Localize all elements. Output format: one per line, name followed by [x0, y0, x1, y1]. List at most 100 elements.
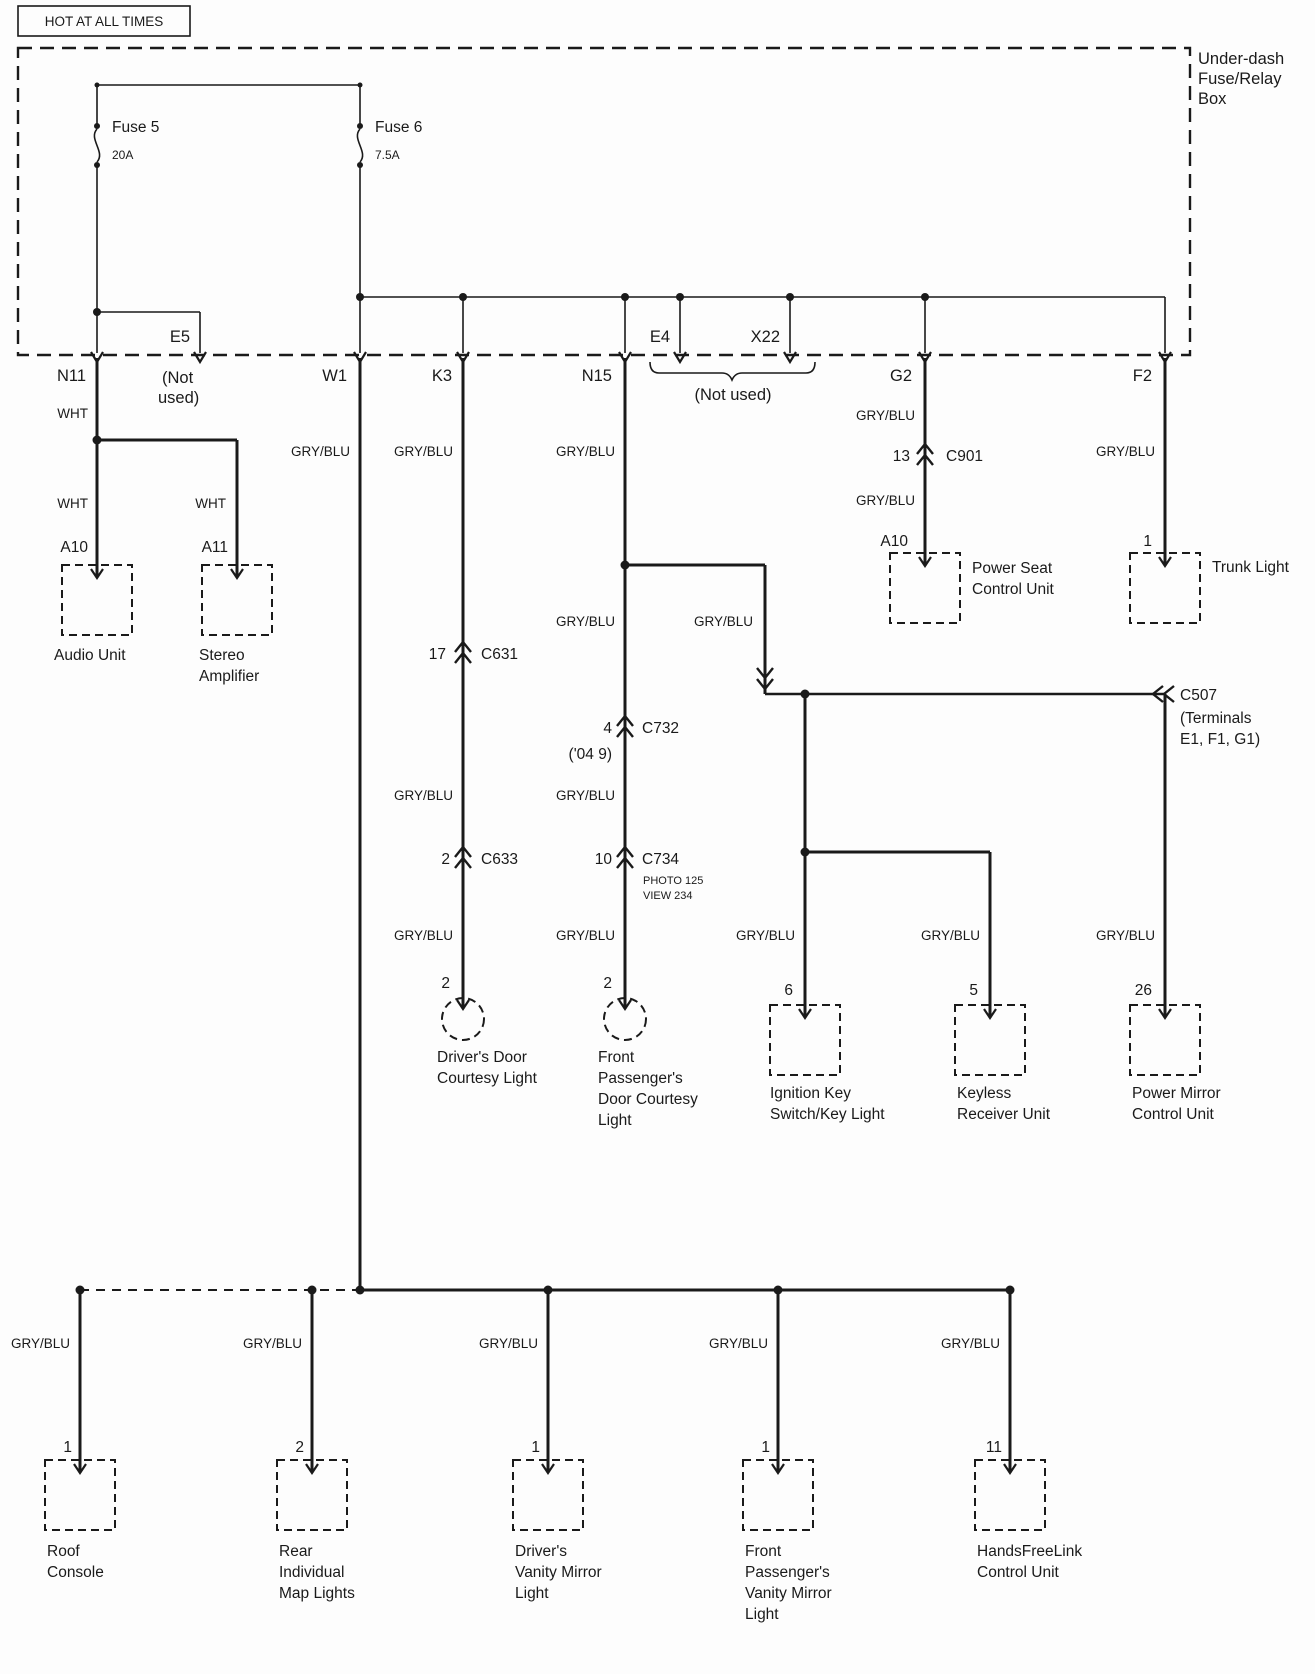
trunk-light-label: Trunk Light — [1212, 559, 1290, 576]
stereo-amp-label-line1: Stereo — [199, 647, 245, 664]
exit-label-w1: W1 — [322, 367, 347, 385]
power-mirror-label-line2: Control Unit — [1132, 1106, 1215, 1123]
passenger-door-light-label-line1: Front — [598, 1049, 635, 1066]
circuit-passenger-vanity: GRY/BLU 1 Front Passenger's Vanity Mirro… — [709, 1290, 832, 1623]
hot-at-all-times-box: HOT AT ALL TIMES — [17, 5, 191, 37]
passenger-vanity-label-line3: Vanity Mirror — [745, 1585, 832, 1602]
ignition-key-label-line2: Switch/Key Light — [770, 1106, 885, 1123]
drivers-vanity-label-line1: Driver's — [515, 1543, 567, 1560]
connector-c732-pin: 4 — [603, 720, 612, 737]
keyless-receiver-box — [954, 1004, 1026, 1076]
fuse-5: Fuse 5 20A — [93, 85, 159, 353]
e4-x22-not-used: (Not used) — [649, 361, 816, 404]
passenger-door-light-symbol — [603, 997, 647, 1041]
roof-console-label-line2: Console — [47, 1564, 104, 1581]
wire-color-gryblu-w1: GRY/BLU — [291, 444, 350, 459]
audio-unit-box — [61, 564, 133, 636]
connector-c732-note: ('04 9) — [569, 746, 612, 763]
connector-c507-note-line1: (Terminals — [1180, 710, 1252, 727]
drivers-vanity-box — [512, 1459, 584, 1531]
wire-color-gryblu-k3a: GRY/BLU — [394, 444, 453, 459]
wire-color-gryblu-g2b: GRY/BLU — [856, 493, 915, 508]
fuse-box-label-line1: Under-dash — [1198, 50, 1284, 68]
connector-c734-note2: VIEW 234 — [643, 890, 693, 902]
wire-color-gryblu-g2a: GRY/BLU — [856, 408, 915, 423]
roof-console-label-line1: Roof — [47, 1543, 80, 1560]
connector-c631-pin: 17 — [429, 646, 446, 663]
drivers-door-light-label-line2: Courtesy Light — [437, 1070, 538, 1087]
connector-c901-name: C901 — [946, 448, 983, 465]
handsfreelink-box — [974, 1459, 1046, 1531]
passenger-door-light-pin: 2 — [603, 975, 612, 992]
power-seat-label-line2: Control Unit — [972, 581, 1055, 598]
circuit-w1-feed: GRY/BLU — [291, 358, 362, 1290]
circuit-c507-network: GRY/BLU C507 (Terminals E1, F1, G1) GRY/… — [625, 563, 1260, 1123]
exit-label-k3: K3 — [432, 367, 452, 385]
passenger-vanity-pin: 1 — [761, 1439, 770, 1456]
wire-color-gryblu-k3b: GRY/BLU — [394, 788, 453, 803]
circuit-f2-trunk-light: GRY/BLU 1 Trunk Light — [1096, 358, 1290, 624]
e4-x22-not-used-label: (Not used) — [694, 386, 771, 404]
internal-bus — [93, 293, 1166, 353]
exit-label-f2: F2 — [1133, 367, 1152, 385]
bottom-bus — [75, 1285, 1015, 1295]
wire-color-gryblu-k3c: GRY/BLU — [394, 928, 453, 943]
audio-unit-label: Audio Unit — [54, 647, 126, 664]
wire-color-wht-1: WHT — [57, 406, 88, 421]
audio-unit-pin: A10 — [60, 539, 88, 556]
handsfreelink-label-line1: HandsFreeLink — [977, 1543, 1082, 1560]
circuit-g2-power-seat: GRY/BLU 13 C901 GRY/BLU A10 Power Seat C… — [856, 358, 1055, 624]
ignition-key-label-line1: Ignition Key — [770, 1085, 851, 1102]
exit-label-e5: E5 — [170, 328, 190, 346]
power-seat-box — [889, 552, 961, 624]
roof-console-pin: 1 — [63, 1439, 72, 1456]
passenger-door-light-label-line2: Passenger's — [598, 1070, 683, 1087]
wire-color-gryblu-n15c: GRY/BLU — [556, 788, 615, 803]
map-lights-box — [276, 1459, 348, 1531]
trunk-light-box — [1129, 552, 1201, 624]
fuse-feed-line — [94, 82, 363, 88]
roof-console-box — [44, 1459, 116, 1531]
fuse-6-name: Fuse 6 — [375, 119, 422, 136]
fuse-box-label-line3: Box — [1198, 90, 1227, 108]
connector-c734-note1: PHOTO 125 — [643, 875, 703, 887]
wire-color-gryblu-map: GRY/BLU — [243, 1336, 302, 1351]
fuse-box-label-line2: Fuse/Relay — [1198, 70, 1282, 88]
exit-label-g2: G2 — [890, 367, 912, 385]
exit-label-n15: N15 — [582, 367, 612, 385]
power-seat-pin: A10 — [880, 533, 908, 550]
wire-color-gryblu-hfl: GRY/BLU — [941, 1336, 1000, 1351]
wire-color-gryblu-fpvanity: GRY/BLU — [709, 1336, 768, 1351]
wire-color-gryblu-f2: GRY/BLU — [1096, 444, 1155, 459]
e5-not-used-line2: used) — [158, 389, 199, 407]
circuit-roof-console: GRY/BLU 1 Roof Console — [11, 1290, 116, 1581]
circuit-drivers-vanity: GRY/BLU 1 Driver's Vanity Mirror Light — [479, 1290, 602, 1602]
connector-c901-pin: 13 — [893, 448, 910, 465]
passenger-vanity-label-line2: Passenger's — [745, 1564, 830, 1581]
exit-label-x22: X22 — [751, 328, 780, 346]
wire-color-gryblu-roof: GRY/BLU — [11, 1336, 70, 1351]
exit-labels: N11 E5 W1 K3 N15 E4 X22 G2 F2 — [57, 328, 1152, 385]
passenger-vanity-label-line4: Light — [745, 1606, 779, 1623]
connector-c631-name: C631 — [481, 646, 518, 663]
handsfreelink-pin: 11 — [986, 1439, 1002, 1456]
trunk-light-pin: 1 — [1143, 533, 1152, 550]
keyless-receiver-label-line2: Receiver Unit — [957, 1106, 1051, 1123]
map-lights-label-line3: Map Lights — [279, 1585, 355, 1602]
power-seat-label-line1: Power Seat — [972, 560, 1053, 577]
connector-c507-name: C507 — [1180, 687, 1217, 704]
wire-color-gryblu-n15a: GRY/BLU — [556, 444, 615, 459]
e5-not-used: (Not used) — [158, 369, 199, 407]
stereo-amp-pin: A11 — [202, 539, 228, 556]
map-lights-label-line2: Individual — [279, 1564, 345, 1581]
fuse-5-name: Fuse 5 — [112, 119, 159, 136]
hot-at-all-times-label: HOT AT ALL TIMES — [45, 14, 164, 29]
keyless-receiver-label-line1: Keyless — [957, 1085, 1012, 1102]
e5-not-used-line1: (Not — [162, 369, 194, 387]
connector-c734-name: C734 — [642, 851, 679, 868]
wire-color-gryblu-n15b: GRY/BLU — [556, 614, 615, 629]
underbrace — [649, 361, 816, 383]
circuit-n15-passenger-door: GRY/BLU GRY/BLU 4 C732 ('04 9) GRY/BLU 1… — [556, 358, 703, 1129]
